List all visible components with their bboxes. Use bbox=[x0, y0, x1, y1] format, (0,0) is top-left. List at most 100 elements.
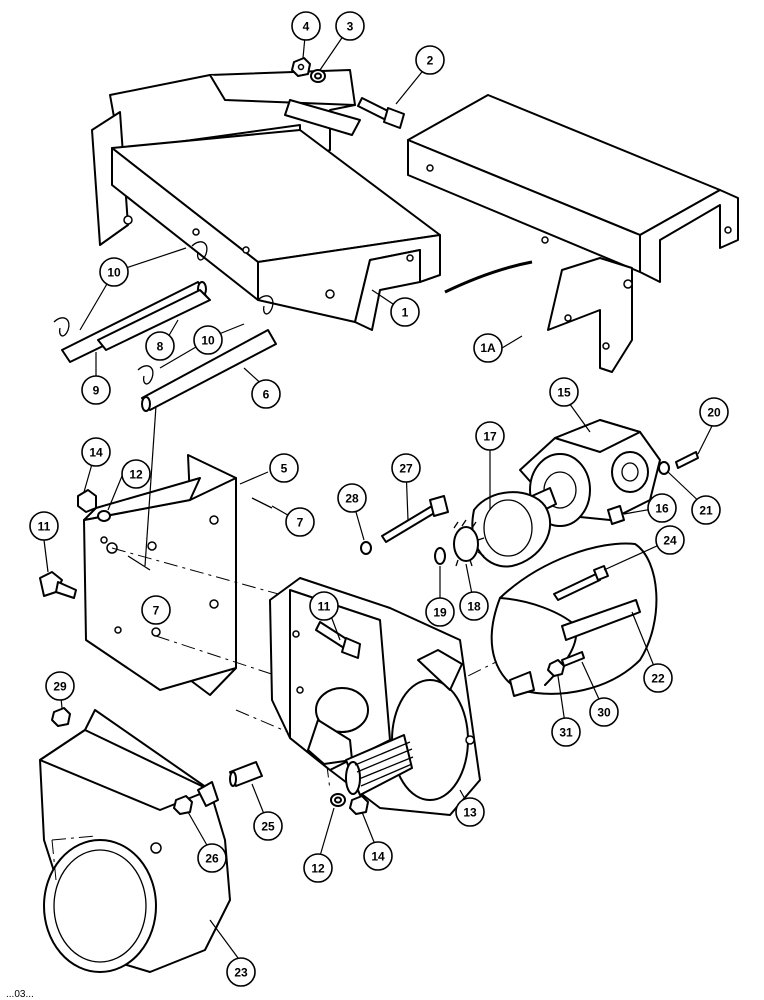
hex-nut-31 bbox=[547, 659, 565, 677]
callout-10-upper-label: 10 bbox=[107, 266, 121, 280]
callout-16-label: 16 bbox=[655, 502, 669, 516]
callout-2-label: 2 bbox=[427, 54, 434, 68]
callout-6-label: 6 bbox=[263, 388, 270, 402]
hex-bolt-left bbox=[39, 571, 77, 599]
callout-12-lower-label: 12 bbox=[311, 862, 325, 876]
callout-4: 4 bbox=[291, 11, 321, 41]
hex-nut-26 bbox=[173, 795, 193, 815]
callout-2: 2 bbox=[415, 45, 445, 75]
pin-6 bbox=[137, 241, 277, 412]
callout-28: 28 bbox=[337, 483, 367, 513]
long-bolt-27 bbox=[381, 495, 449, 543]
callout-4-label: 4 bbox=[303, 20, 310, 34]
callout-7-lower-label: 7 bbox=[153, 604, 160, 618]
callout-8-label: 8 bbox=[157, 340, 164, 354]
callout-1-label: 1 bbox=[402, 306, 409, 320]
callout-27-label: 27 bbox=[399, 462, 413, 476]
callout-19-label: 19 bbox=[433, 606, 447, 620]
fitting-16 bbox=[607, 505, 625, 525]
hex-nut-lower bbox=[349, 795, 369, 815]
hex-bolt-center bbox=[315, 621, 361, 659]
callout-30: 30 bbox=[589, 697, 619, 727]
callout-21: 21 bbox=[691, 495, 721, 525]
callout-11-left: 11 bbox=[29, 511, 59, 541]
callout-10-upper: 10 bbox=[99, 257, 129, 287]
callout-13-label: 13 bbox=[463, 806, 477, 820]
callout-22: 22 bbox=[643, 663, 673, 693]
callout-15: 15 bbox=[549, 377, 579, 407]
washer-28 bbox=[360, 541, 372, 555]
callout-10-lower-label: 10 bbox=[201, 334, 215, 348]
callout-11-left-label: 11 bbox=[38, 520, 51, 534]
callout-3-label: 3 bbox=[347, 20, 354, 34]
callout-14-upper-label: 14 bbox=[89, 446, 103, 460]
coupling-shield bbox=[490, 542, 658, 697]
callout-24-label: 24 bbox=[663, 534, 677, 548]
roll-pin-7-upper bbox=[251, 497, 273, 509]
drive-gear bbox=[453, 519, 485, 567]
callout-9-label: 9 bbox=[93, 384, 100, 398]
callout-20-label: 20 bbox=[707, 406, 721, 420]
callout-1: 1 bbox=[390, 297, 420, 327]
callout-12-upper-label: 12 bbox=[129, 468, 143, 482]
callout-7-lower: 7 bbox=[141, 595, 171, 625]
hex-bolt-top bbox=[357, 97, 405, 129]
callout-17: 17 bbox=[475, 421, 505, 451]
pump-gasket bbox=[471, 491, 552, 568]
callout-14-lower-label: 14 bbox=[371, 850, 385, 864]
callout-28-label: 28 bbox=[345, 492, 359, 506]
callout-6: 6 bbox=[251, 379, 281, 409]
callout-21-label: 21 bbox=[699, 504, 713, 518]
washer-upper-left bbox=[97, 510, 111, 522]
roll-pin-7-lower bbox=[127, 555, 151, 571]
pin-8 bbox=[97, 289, 211, 351]
callout-5: 5 bbox=[269, 453, 299, 483]
callout-25-label: 25 bbox=[261, 820, 275, 834]
guard-housing bbox=[39, 709, 231, 973]
callout-1a-label: 1A bbox=[480, 341, 496, 355]
hex-nut-upper-left bbox=[77, 489, 97, 513]
callout-20: 20 bbox=[699, 397, 729, 427]
callout-29-label: 29 bbox=[53, 680, 67, 694]
callout-22-label: 22 bbox=[651, 672, 665, 686]
callout-27: 27 bbox=[391, 453, 421, 483]
gearbox bbox=[269, 577, 481, 816]
callout-26: 26 bbox=[197, 843, 227, 873]
callout-26-label: 26 bbox=[205, 852, 219, 866]
callout-19: 19 bbox=[425, 597, 455, 627]
callout-18-label: 18 bbox=[467, 600, 481, 614]
washer-lower bbox=[330, 793, 346, 807]
callout-16: 16 bbox=[647, 493, 677, 523]
hex-nut-top bbox=[291, 57, 311, 77]
callout-14-upper: 14 bbox=[81, 437, 111, 467]
callout-25: 25 bbox=[253, 811, 283, 841]
callout-7-upper-label: 7 bbox=[297, 516, 304, 530]
callout-10-lower: 10 bbox=[193, 325, 223, 355]
mounting-bracket bbox=[83, 454, 237, 696]
callout-11-center-label: 11 bbox=[318, 600, 331, 614]
footer-code: ...03... bbox=[6, 989, 34, 1000]
callout-14-lower: 14 bbox=[363, 841, 393, 871]
callout-9: 9 bbox=[81, 375, 111, 405]
callout-1a: 1A bbox=[473, 333, 503, 363]
callout-23-label: 23 bbox=[234, 966, 248, 980]
lock-washer-top bbox=[310, 69, 326, 83]
callout-11-center: 11 bbox=[309, 591, 339, 621]
callout-17-label: 17 bbox=[483, 430, 497, 444]
alternate-frame-bracket bbox=[407, 94, 739, 373]
main-frame-beam bbox=[91, 69, 441, 331]
callout-31: 31 bbox=[551, 717, 581, 747]
callout-3: 3 bbox=[335, 11, 365, 41]
callout-29: 29 bbox=[45, 671, 75, 701]
bolt-20 bbox=[675, 451, 699, 469]
callout-8: 8 bbox=[145, 331, 175, 361]
callout-18: 18 bbox=[459, 591, 489, 621]
hex-nut-29 bbox=[51, 707, 71, 727]
callout-15-label: 15 bbox=[557, 386, 571, 400]
callout-24: 24 bbox=[655, 525, 685, 555]
pin-9 bbox=[53, 281, 207, 363]
callout-31-label: 31 bbox=[559, 726, 573, 740]
callout-23: 23 bbox=[226, 957, 256, 987]
washer-21 bbox=[658, 461, 670, 475]
